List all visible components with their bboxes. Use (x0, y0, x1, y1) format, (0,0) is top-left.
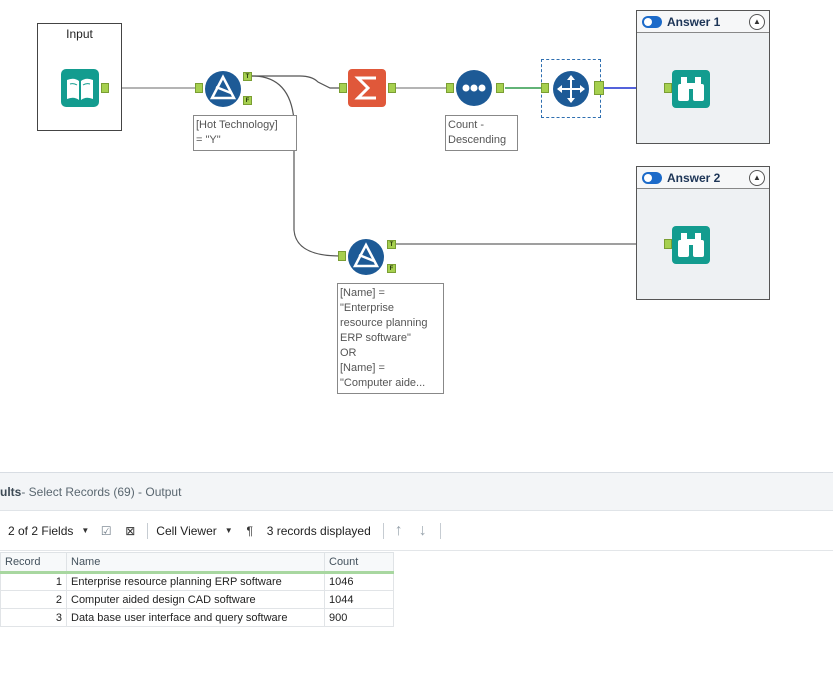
results-pane: ults - Select Records (69) - Output 2 of… (0, 472, 833, 673)
fields-label: 2 of 2 Fields (8, 523, 74, 538)
browse1-input-anchor[interactable] (664, 83, 672, 93)
column-header-record[interactable]: Record (0, 552, 67, 574)
filter-icon (205, 71, 241, 107)
close-box-icon[interactable]: ⊠ (125, 523, 136, 538)
results-title: ults (0, 484, 22, 499)
count-cell: 1046 (324, 572, 394, 591)
column-header-count[interactable]: Count (324, 552, 394, 574)
answer2-collapse-button[interactable]: ▲ (749, 170, 765, 186)
record-cell: 2 (0, 590, 67, 609)
answer1-title: Answer 1 (667, 14, 721, 29)
browse1-tool[interactable] (672, 70, 710, 108)
sort-tool[interactable] (455, 69, 493, 107)
sort-output-anchor[interactable] (496, 83, 504, 93)
sigma-icon (348, 69, 386, 107)
filter1-true-anchor[interactable]: T (243, 72, 252, 81)
wire-filter1-filter2 (251, 75, 341, 257)
workflow-canvas[interactable]: Input Answer 1 ▲ Answer 2 ▲ (0, 0, 833, 470)
select-output-anchor[interactable] (594, 81, 604, 95)
results-toolbar: 2 of 2 Fields ▼ ☑ ⊠ Cell Viewer ▼ ¶ 3 re… (0, 511, 833, 551)
filter2-input-anchor[interactable] (338, 251, 346, 261)
answer2-container[interactable]: Answer 2 ▲ (636, 166, 770, 300)
answer1-toggle[interactable] (642, 15, 662, 28)
answer2-title: Answer 2 (667, 170, 721, 185)
select-records-tool[interactable] (541, 59, 604, 118)
filter1-annotation: [Hot Technology] = "Y" (193, 115, 297, 151)
chevron-down-icon: ▼ (224, 526, 233, 535)
record-cell: 1 (0, 572, 67, 591)
answer1-collapse-button[interactable]: ▲ (749, 14, 765, 30)
records-displayed: 3 records displayed (266, 523, 371, 538)
filter2-annotation: [Name] = "Enterprise resource planning E… (337, 283, 444, 394)
filter2-true-anchor[interactable]: T (387, 240, 396, 249)
cell-viewer-dropdown[interactable]: Cell Viewer ▼ (156, 524, 232, 538)
input-container-title: Input (66, 27, 93, 41)
input-output-anchor[interactable] (101, 83, 109, 93)
table-row[interactable]: 2 Computer aided design CAD software 104… (0, 590, 394, 609)
connection-wires (108, 75, 666, 257)
record-cell: 3 (0, 608, 67, 627)
fields-dropdown[interactable]: 2 of 2 Fields ▼ (8, 524, 89, 538)
filter2-tool[interactable] (347, 238, 385, 276)
answer1-container[interactable]: Answer 1 ▲ (636, 10, 770, 144)
table-row[interactable]: 3 Data base user interface and query sof… (0, 608, 394, 627)
table-row[interactable]: 1 Enterprise resource planning ERP softw… (0, 572, 394, 591)
answer2-header: Answer 2 ▲ (637, 167, 769, 189)
book-icon (61, 69, 99, 107)
table-header-row: Record Name Count (0, 552, 394, 574)
filter1-tool[interactable] (204, 70, 242, 108)
toolbar-separator (147, 522, 149, 539)
pilcrow-icon[interactable]: ¶ (246, 523, 253, 538)
results-header: ults - Select Records (69) - Output (0, 473, 833, 511)
browse2-tool[interactable] (672, 226, 710, 264)
name-cell: Data base user interface and query softw… (66, 608, 325, 627)
filter1-false-anchor[interactable]: F (243, 96, 252, 105)
summarize-input-anchor[interactable] (339, 83, 347, 93)
move-arrows-icon (553, 71, 589, 107)
sort-annotation: Count - Descending (445, 115, 518, 151)
summarize-output-anchor[interactable] (388, 83, 396, 93)
results-table: Record Name Count 1 Enterprise resource … (0, 552, 394, 627)
toolbar-separator (439, 522, 441, 539)
filter-icon (348, 239, 384, 275)
binoculars-icon (672, 226, 710, 264)
checkbox-icon[interactable]: ☑ (100, 523, 112, 538)
input-data-tool[interactable] (61, 69, 99, 107)
browse2-input-anchor[interactable] (664, 239, 672, 249)
binoculars-icon (672, 70, 710, 108)
filter1-input-anchor[interactable] (195, 83, 203, 93)
answer2-toggle[interactable] (642, 171, 662, 184)
column-header-name[interactable]: Name (66, 552, 325, 574)
summarize-tool[interactable] (348, 69, 386, 107)
count-cell: 900 (324, 608, 394, 627)
arrow-down-icon[interactable]: ↓ (418, 521, 427, 539)
cell-viewer-label: Cell Viewer (156, 523, 217, 538)
count-cell: 1044 (324, 590, 394, 609)
toolbar-separator (382, 522, 384, 539)
wire-filter1-summarize (252, 75, 340, 89)
arrow-up-icon[interactable]: ↑ (394, 521, 403, 539)
filter2-false-anchor[interactable]: F (387, 264, 396, 273)
dots-icon (456, 70, 492, 106)
name-cell: Enterprise resource planning ERP softwar… (66, 572, 325, 591)
name-cell: Computer aided design CAD software (66, 590, 325, 609)
sort-input-anchor[interactable] (446, 83, 454, 93)
results-subtitle: - Select Records (69) - Output (21, 484, 182, 499)
answer1-header: Answer 1 ▲ (637, 11, 769, 33)
select-input-anchor[interactable] (541, 83, 549, 93)
chevron-down-icon: ▼ (81, 526, 90, 535)
